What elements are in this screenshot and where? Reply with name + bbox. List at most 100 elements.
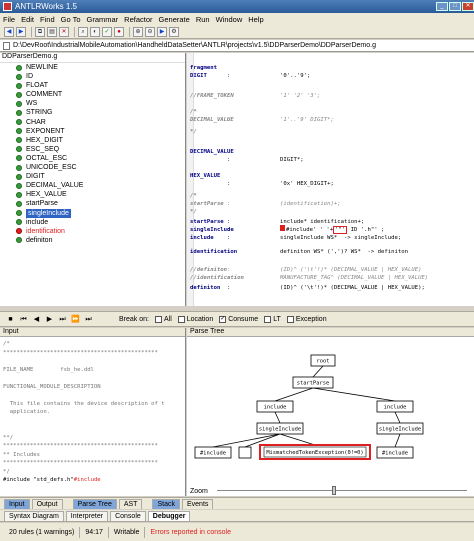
step-over-icon[interactable]: ⏭ <box>59 315 66 323</box>
menu-goto[interactable]: Go To <box>60 14 81 24</box>
minimize-button[interactable]: _ <box>436 2 448 11</box>
menu-refactor[interactable]: Refactor <box>124 14 153 24</box>
tree-edge <box>274 411 281 424</box>
collapse-icon[interactable]: ⊖ <box>145 26 155 37</box>
rule-item[interactable]: startParse <box>0 199 185 208</box>
status-errors[interactable]: Errors reported in console <box>150 528 231 536</box>
rule-item[interactable]: DECIMAL_VALUE <box>0 181 185 190</box>
tree-node[interactable]: #include <box>376 446 414 459</box>
tree-node-error[interactable]: MismatchedTokenException(0!=0) <box>259 444 371 460</box>
rule-item[interactable]: OCTAL_ESC <box>0 154 185 163</box>
tab-console[interactable]: Console <box>110 511 146 521</box>
go-start-icon[interactable]: ⏮ <box>20 315 27 323</box>
step-back-icon[interactable]: ◀ <box>33 315 40 323</box>
rule-item[interactable]: ESC_SEQ <box>0 145 185 154</box>
break-on-checkbox[interactable]: All <box>154 315 172 323</box>
tree-node[interactable]: root <box>310 354 336 367</box>
rule-item[interactable]: NEWLINE <box>0 63 185 72</box>
zoom-slider-thumb[interactable] <box>332 486 336 495</box>
menu-file[interactable]: File <box>3 14 16 24</box>
rule-item[interactable]: WS <box>0 99 185 108</box>
rule-item[interactable]: DIGIT <box>0 172 185 181</box>
tab-syntax-diagram[interactable]: Syntax Diagram <box>4 511 64 521</box>
rule-item[interactable]: include <box>0 218 185 227</box>
tree-node-label: startParse <box>297 381 329 387</box>
toggle-icon[interactable]: ◐ <box>90 26 100 37</box>
rule-item[interactable]: HEX_VALUE <box>0 190 185 199</box>
tree-node[interactable]: include <box>256 400 294 413</box>
tree-node[interactable]: #include <box>194 446 232 459</box>
rule-item-label: FLOAT <box>26 82 49 90</box>
back-icon[interactable]: ◀ <box>4 26 14 37</box>
code-body: (ID)^ ('\t'!)* (DECIMAL_VALUE | HEX_VALU… <box>280 267 422 273</box>
tab-events[interactable]: Events <box>181 499 214 509</box>
run-icon[interactable]: ▶ <box>157 26 167 37</box>
debug-icon[interactable]: ● <box>114 26 124 37</box>
checkbox-box[interactable]: ✓ <box>219 315 227 323</box>
tree-node[interactable]: startParse <box>292 376 334 389</box>
break-on-checkbox[interactable]: Location <box>177 315 213 323</box>
expand-icon[interactable]: ⊕ <box>133 26 143 37</box>
tab-interpreter[interactable]: Interpreter <box>65 511 109 521</box>
tab-parse-tree[interactable]: Parse Tree <box>72 499 117 509</box>
step-forward-icon[interactable]: ▶ <box>46 315 53 323</box>
rule-item[interactable]: FLOAT <box>0 81 185 90</box>
check-grammar-icon[interactable]: ✓ <box>102 26 112 37</box>
tree-node[interactable]: include <box>376 400 414 413</box>
tab-debugger[interactable]: Debugger <box>147 511 191 521</box>
checkbox-box[interactable] <box>177 315 185 323</box>
rule-item[interactable]: COMMENT <box>0 90 185 99</box>
rule-item-label: UNICODE_ESC <box>26 164 77 172</box>
rule-item[interactable]: STRING <box>0 108 185 117</box>
stop-icon[interactable]: ■ <box>8 315 13 323</box>
rule-item[interactable]: HEX_DIGIT <box>0 136 185 145</box>
input-line <box>3 391 165 400</box>
menu-edit[interactable]: Edit <box>21 14 35 24</box>
menu-grammar[interactable]: Grammar <box>86 14 119 24</box>
rule-item[interactable]: UNICODE_ESC <box>0 163 185 172</box>
checkbox-box[interactable] <box>286 315 294 323</box>
file-path-bar: D:\DevRoot\IndustrialMobileAutomation\Ha… <box>0 40 474 52</box>
code-body: '1'..'9' DIGIT*; <box>280 117 334 123</box>
menu-window[interactable]: Window <box>215 14 243 24</box>
checkbox-box[interactable] <box>154 315 162 323</box>
delete-icon[interactable]: ✕ <box>59 26 69 37</box>
rule-item[interactable]: ID <box>0 72 185 81</box>
code-colon: : <box>227 73 231 79</box>
menu-find[interactable]: Find <box>40 14 55 24</box>
break-on-checkbox[interactable]: LT <box>264 315 281 323</box>
tab-ast[interactable]: AST <box>118 499 143 509</box>
code-rule-name: DECIMAL_VALUE <box>190 117 234 123</box>
close-button[interactable]: ✕ <box>462 2 474 11</box>
break-on-checkbox[interactable]: Exception <box>286 315 327 323</box>
go-end-icon[interactable]: ⏭ <box>85 315 92 323</box>
tab-stack[interactable]: Stack <box>152 499 180 509</box>
tab-input[interactable]: Input <box>4 499 30 509</box>
fast-forward-icon[interactable]: ⏩ <box>71 315 80 323</box>
checkbox-box[interactable] <box>264 315 272 323</box>
find-icon[interactable]: ⌕ <box>78 26 88 37</box>
rule-item[interactable]: EXPONENT <box>0 127 185 136</box>
rule-item[interactable]: singleInclude <box>0 208 185 218</box>
code-colon: : <box>227 267 231 273</box>
forward-icon[interactable]: ▶ <box>16 26 26 37</box>
input-line-consumed: #include "std_defs.h" <box>3 477 74 483</box>
paste-icon[interactable]: ▤ <box>47 26 57 37</box>
rule-item[interactable]: identification <box>0 227 185 236</box>
zoom-slider-track[interactable] <box>217 490 467 491</box>
menu-run[interactable]: Run <box>195 14 210 24</box>
maximize-button[interactable]: □ <box>449 2 461 11</box>
tree-node[interactable] <box>238 446 252 459</box>
options-icon[interactable]: ⚙ <box>169 26 179 37</box>
tab-output[interactable]: Output <box>31 499 63 509</box>
input-text[interactable]: /***************************************… <box>3 340 165 485</box>
tree-node[interactable]: singleInclude <box>256 422 304 435</box>
tree-node[interactable]: singleInclude <box>376 422 424 435</box>
rule-item[interactable]: CHAR <box>0 118 185 127</box>
menu-generate[interactable]: Generate <box>158 14 190 24</box>
copy-icon[interactable]: ⧉ <box>35 26 45 37</box>
rule-item[interactable]: definiton <box>0 236 185 245</box>
menu-help[interactable]: Help <box>248 14 264 24</box>
break-on-checkbox[interactable]: ✓Consume <box>219 315 258 323</box>
